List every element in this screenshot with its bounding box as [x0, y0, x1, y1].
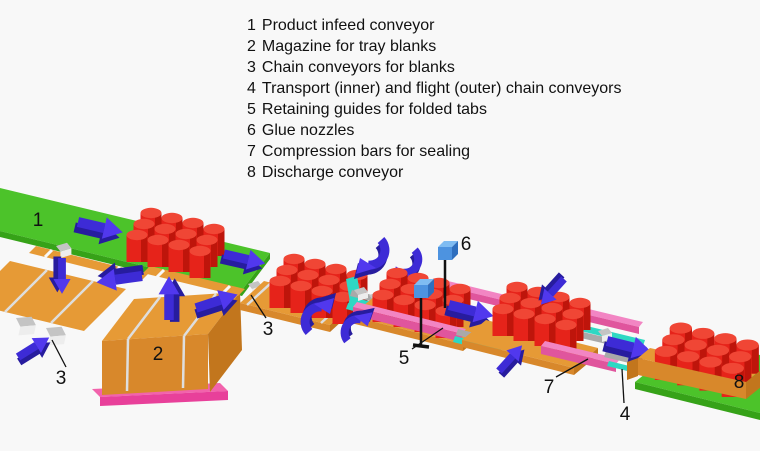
legend-item-6: 6 Glue nozzles [247, 120, 621, 141]
leader-line [51, 339, 67, 368]
fold-arrow [354, 240, 385, 279]
legend-num-4: 4 [247, 80, 256, 97]
legend-num-3: 3 [247, 59, 256, 76]
legend-item-4: 4 Transport (inner) and flight (outer) ch… [247, 78, 621, 99]
legend-item-3: 3 Chain conveyors for blanks [247, 57, 621, 78]
callout-4: 4 [620, 404, 631, 425]
legend-num-1: 1 [247, 17, 256, 34]
legend-num-7: 7 [247, 143, 256, 160]
callout-3-right: 3 [263, 319, 274, 340]
legend-text-2: Magazine for tray blanks [261, 38, 437, 55]
callout-7: 7 [544, 377, 555, 398]
tray-blank-flat [0, 261, 126, 349]
legend-text-8: Discharge conveyor [261, 164, 404, 181]
legend-item-8: 8 Discharge conveyor [247, 162, 621, 183]
legend-item-5: 5 Retaining guides for folded tabs [247, 99, 621, 120]
flow-arrow [11, 330, 57, 370]
legend: 1 Product infeed conveyor 2 Magazine for t… [247, 15, 621, 183]
legend-text-1: Product infeed conveyor [261, 17, 435, 34]
callout-5: 5 [399, 348, 410, 369]
legend-num-8: 8 [247, 164, 256, 181]
leader-line [411, 327, 444, 350]
legend-text-6: Glue nozzles [261, 122, 355, 139]
callout-3-left: 3 [56, 368, 67, 389]
leader-line [250, 294, 267, 319]
legend-num-5: 5 [247, 101, 256, 118]
legend-text-3: Chain conveyors for blanks [261, 59, 455, 76]
legend-item-7: 7 Compression bars for sealing [247, 141, 621, 162]
legend-text-5: Retaining guides for folded tabs [261, 101, 487, 118]
leader-line [555, 358, 589, 378]
legend-item-2: 2 Magazine for tray blanks [247, 36, 621, 57]
glue-nozzle-back [438, 241, 458, 308]
callout-8: 8 [734, 372, 745, 393]
glue-nozzle-front [412, 279, 434, 349]
callout-2: 2 [153, 344, 164, 365]
compression-bar-front [541, 341, 620, 372]
finished-tray [627, 323, 760, 399]
callout-1: 1 [33, 210, 44, 231]
legend-num-6: 6 [247, 122, 256, 139]
callout-6: 6 [461, 234, 472, 255]
legend-item-1: 1 Product infeed conveyor [247, 15, 621, 36]
leader-line [621, 368, 625, 404]
legend-text-4: Transport (inner) and flight (outer) cha… [261, 80, 622, 97]
legend-text-7: Compression bars for sealing [261, 143, 470, 160]
legend-num-2: 2 [247, 38, 256, 55]
